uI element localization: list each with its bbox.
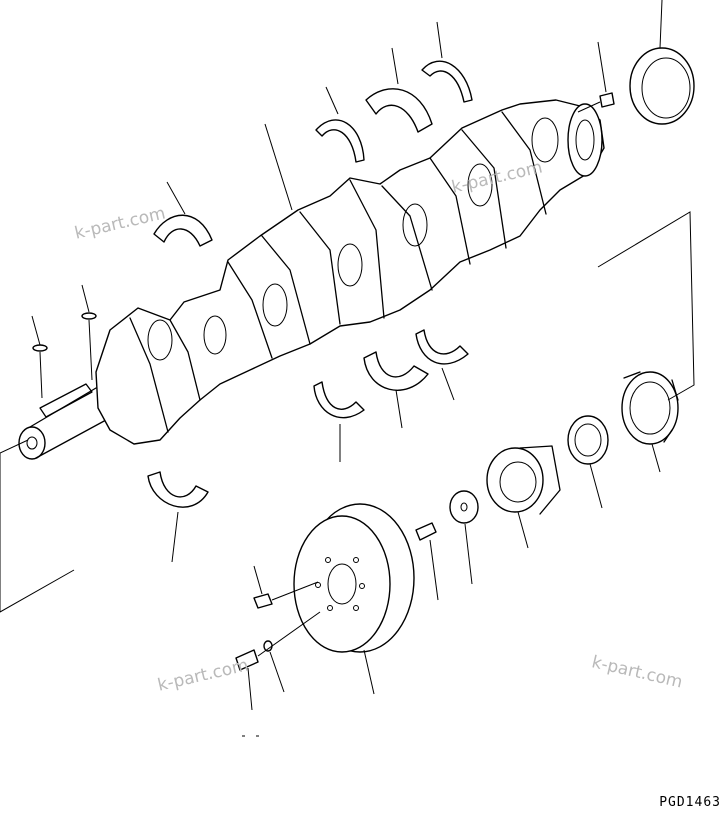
leader-thrust-upper-2 (436, 21, 443, 59)
leader-damper-bolt (247, 667, 253, 711)
crankshaft-body (95, 99, 605, 445)
crankshaft-rear-flange (567, 103, 603, 177)
leader-bearing-lower-2 (171, 511, 179, 563)
upper-main-bearings (153, 21, 473, 247)
rear-flange-bore (575, 119, 595, 161)
dowel-pin (599, 92, 615, 108)
leader-rear-seal-ring (659, 0, 663, 49)
leader-key-lower-to-shaft (88, 319, 93, 381)
bracket-left-to-shaft (0, 439, 29, 454)
crankshaft-center-hole (26, 436, 38, 450)
leader-bearing-upper-1 (166, 181, 186, 215)
web-8 (429, 157, 471, 265)
damper-bolt-hole-1 (325, 557, 331, 563)
bearing-shell-upper-2 (365, 88, 433, 133)
crankshaft-nose-end (18, 426, 46, 460)
journal-1 (147, 319, 173, 361)
spacer-ring (567, 415, 609, 465)
lower-main-bearings (147, 329, 469, 563)
leader-key-lower (81, 284, 90, 313)
crankshaft (18, 99, 605, 460)
thrust-washer-upper-2 (421, 60, 473, 103)
dowel-and-seal-ring (577, 0, 695, 125)
leader-dowel-pin (597, 41, 607, 93)
rear-seal-ring (629, 47, 695, 125)
damper-center-bore (327, 563, 357, 605)
journal-6 (467, 163, 493, 207)
leader-crankshaft (264, 123, 293, 211)
damper-face (293, 515, 391, 653)
journal-4 (337, 243, 363, 287)
leader-bolt-to-damper (257, 611, 321, 657)
assembly-bracket-left (0, 453, 75, 613)
vibration-damper (293, 503, 415, 695)
web-5 (299, 211, 341, 325)
leader-damper-washer (269, 651, 285, 693)
damper-bolt-hole-4 (359, 583, 365, 589)
spacer-ring-inner (574, 423, 602, 457)
web-2 (169, 319, 201, 401)
damper-dowel-pin (253, 593, 273, 609)
web-6 (349, 179, 385, 319)
thrust-washer-upper-1 (315, 119, 365, 163)
bearing-shell-upper-1 (153, 214, 213, 247)
leader-pin-to-damper (271, 581, 319, 601)
leader-bearing-lower-1 (395, 389, 403, 429)
assembly-bracket-right (597, 211, 695, 401)
keyway (39, 383, 93, 418)
front-gear-assembly (415, 371, 679, 601)
web-1 (129, 317, 169, 433)
leader-key-upper-to-shaft (39, 351, 43, 399)
web-9 (461, 129, 507, 249)
leader-pulley-hub (517, 511, 529, 549)
crankshaft-pulley-hub (486, 447, 544, 513)
pulley-hub-bore (499, 461, 537, 503)
bearing-shell-lower-2 (147, 471, 209, 508)
damper-bolt-hole-6 (353, 605, 359, 611)
leader-key-upper (31, 315, 41, 346)
pulley-hub-sleeve (519, 445, 561, 515)
leader-dowel-to-shaft (577, 101, 601, 113)
rear-seal-ring-inner (641, 57, 691, 119)
web-3 (227, 261, 273, 359)
web-10 (501, 111, 547, 215)
leader-damper (363, 649, 375, 695)
thrust-washer-lower-1 (415, 329, 469, 365)
key-upper (32, 344, 48, 352)
leader-damper-dowel-pin (253, 565, 263, 595)
woodruff-keys (31, 284, 97, 399)
leader-thrust-washer-front (464, 523, 473, 585)
leader-thrust-upper-1 (325, 86, 339, 115)
thrust-washer-lower-2 (313, 381, 365, 419)
bearing-shell-lower-1 (363, 351, 429, 391)
journal-5 (402, 203, 428, 247)
key-lower (81, 312, 97, 320)
leader-bolt-front (429, 539, 439, 601)
damper-bolt-hole-5 (327, 605, 333, 611)
web-4 (261, 235, 311, 345)
leader-bearing-upper-2 (391, 47, 399, 85)
journal-7 (531, 117, 559, 163)
damper-bolt-hole-2 (353, 557, 359, 563)
leader-thrust-lower-1 (441, 367, 455, 401)
journal-2 (203, 315, 227, 355)
thrust-washer-front (449, 490, 479, 524)
drawing-code: PGD1463 (659, 795, 721, 810)
journal-3 (262, 283, 288, 327)
crankshaft-gear-bore (629, 381, 671, 435)
leader-crankshaft-gear (651, 443, 661, 473)
damper-bolt (235, 649, 259, 671)
bolt-front (415, 522, 437, 541)
web-7 (381, 185, 433, 291)
damper-fasteners (235, 565, 321, 711)
thrust-washer-front-hole (460, 502, 468, 512)
gear-teeth (623, 371, 679, 443)
leader-spacer-ring (589, 463, 603, 509)
